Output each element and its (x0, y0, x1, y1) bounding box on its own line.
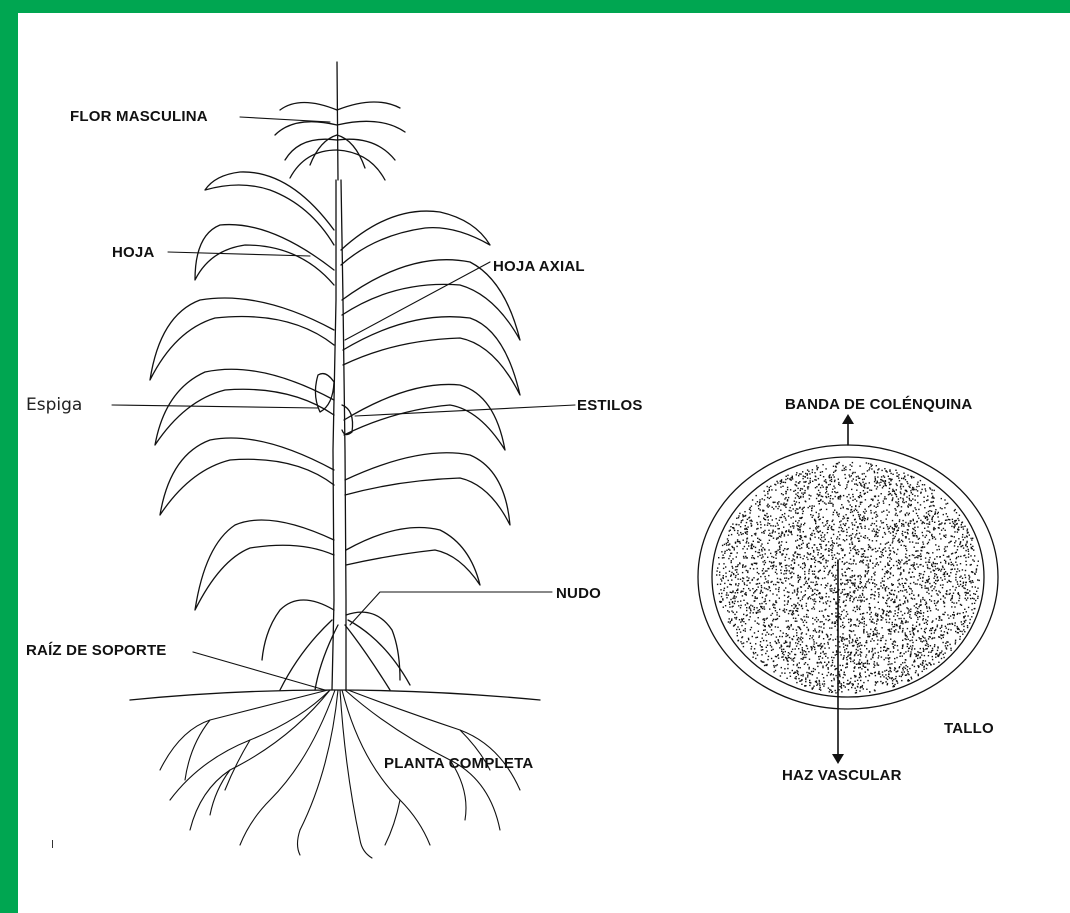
vascular-stipple (716, 462, 980, 694)
label-nudo: NUDO (556, 585, 601, 602)
stray-tick-mark (52, 840, 53, 848)
leaves-right (341, 211, 520, 680)
arrowhead-down (832, 754, 844, 764)
root-system (160, 690, 520, 858)
label-flor-masculina: FLOR MASCULINA (70, 108, 208, 125)
label-banda-colenquina: BANDA DE COLÉNQUINA (785, 396, 972, 413)
prop-roots (280, 620, 410, 690)
tassel (275, 62, 405, 180)
label-haz-vascular: HAZ VASCULAR (782, 767, 902, 784)
leader-lines (112, 117, 575, 690)
label-hoja-axial: HOJA AXIAL (493, 258, 585, 275)
label-hoja: HOJA (112, 244, 154, 261)
label-estilos: ESTILOS (577, 397, 643, 414)
leaves-left (150, 172, 334, 660)
stem-cross-section (698, 445, 998, 709)
label-tallo: TALLO (944, 720, 994, 737)
arrowhead-up (842, 414, 854, 424)
label-espiga: Espiga (26, 395, 82, 415)
label-planta-completa: PLANTA COMPLETA (384, 755, 533, 772)
label-raiz-soporte: RAÍZ DE SOPORTE (26, 642, 167, 659)
